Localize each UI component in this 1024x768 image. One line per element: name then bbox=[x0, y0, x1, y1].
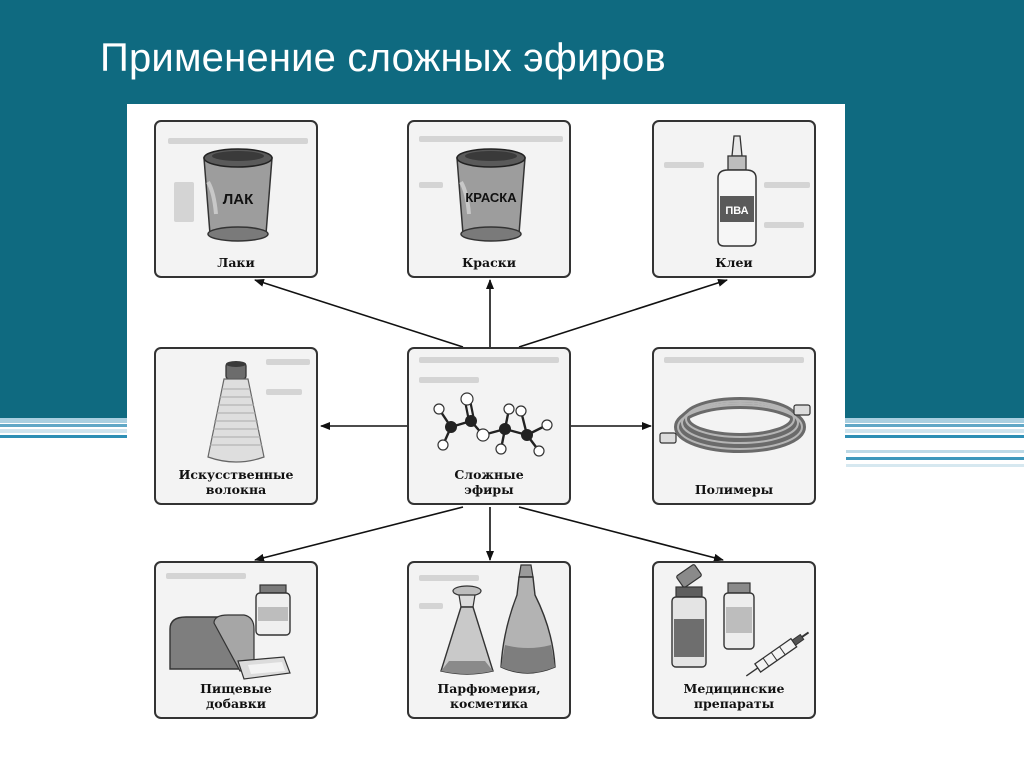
arrow-to-medicine bbox=[518, 506, 724, 562]
slide-title: Применение сложных эфиров bbox=[100, 36, 666, 80]
can-text: ЛАК bbox=[223, 191, 254, 208]
perfume-bottles-icon bbox=[419, 564, 556, 675]
thread-spool-icon bbox=[207, 359, 310, 463]
hose-icon bbox=[659, 357, 811, 453]
arrow-to-food bbox=[254, 506, 464, 562]
node-label: Полимеры bbox=[694, 482, 774, 497]
glue-bottle-icon: ПВА bbox=[664, 135, 810, 247]
esters-diagram: ЛАК Лаки КРАСКА Краски ПВА Клеи bbox=[127, 104, 845, 754]
node-label: Парфюмерия,косметика bbox=[437, 681, 541, 711]
bottle-text: ПВА bbox=[725, 205, 748, 217]
paint-can-icon: КРАСКА bbox=[419, 136, 563, 242]
arrow-to-lacquers bbox=[254, 278, 464, 348]
accent-stripes-right bbox=[846, 450, 1024, 471]
node-polymers: Полимеры bbox=[652, 347, 816, 505]
node-label: Лаки bbox=[217, 255, 255, 270]
medicine-icon bbox=[671, 564, 810, 677]
node-label: Клеи bbox=[715, 255, 753, 270]
molecule-icon bbox=[419, 357, 559, 457]
node-lacquers: ЛАК Лаки bbox=[154, 120, 318, 278]
node-label: Краски bbox=[461, 255, 517, 270]
node-perfume: Парфюмерия,косметика bbox=[407, 561, 571, 719]
node-paints: КРАСКА Краски bbox=[407, 120, 571, 278]
food-products-icon bbox=[166, 573, 291, 680]
arrow-to-glues bbox=[518, 278, 728, 348]
can-text: КРАСКА bbox=[465, 190, 517, 205]
node-glues: ПВА Клеи bbox=[652, 120, 816, 278]
paint-can-icon: ЛАК bbox=[168, 138, 308, 242]
arrows-layer bbox=[254, 278, 728, 562]
